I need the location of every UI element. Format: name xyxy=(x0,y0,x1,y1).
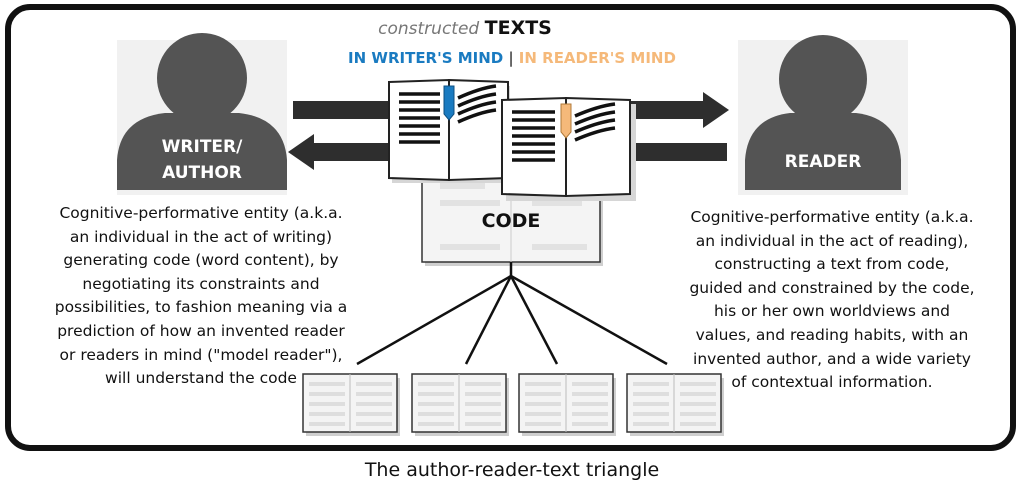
writer-description-line: prediction of how an invented reader xyxy=(57,321,345,340)
reader-description: Cognitive-performative entity (a.k.a. an… xyxy=(652,206,1012,395)
figure-caption: The author-reader-text triangle xyxy=(364,459,660,481)
book-reader-icon xyxy=(501,96,636,201)
reader-label: READER xyxy=(745,152,901,172)
reader-description-line: an individual in the act of reading), xyxy=(695,231,969,250)
small-books xyxy=(302,373,724,436)
writer-description-line: Cognitive-performative entity (a.k.a. xyxy=(59,204,343,222)
small-book-icon xyxy=(302,373,400,436)
reader-description-line: Cognitive-performative entity (a.k.a. xyxy=(690,208,974,226)
small-book-icon xyxy=(411,373,509,436)
book-writer-icon xyxy=(388,78,510,183)
writer-description: Cognitive-performative entity (a.k.a. an… xyxy=(22,202,380,391)
writer-description-line: possibilities, to fashion meaning via a xyxy=(54,298,348,317)
reader-label-text: READER xyxy=(784,152,862,172)
code-connector-lines xyxy=(356,262,668,366)
writer-label-line2: AUTHOR xyxy=(162,163,242,183)
header-writers-mind: IN WRITER'S MIND xyxy=(348,49,504,67)
writer-description-line: generating code (word content), by xyxy=(63,251,339,270)
reader-description-line: his or her own worldviews and xyxy=(713,302,951,321)
writer-description-line: an individual in the act of writing) xyxy=(69,227,333,246)
reader-description-line: values, and reading habits, with an xyxy=(695,325,969,344)
code-label: CODE xyxy=(422,210,600,232)
reader-description-line: guided and constrained by the code, xyxy=(689,278,975,297)
writer-description-line: will understand the code xyxy=(105,369,297,388)
header-constructed: constructed xyxy=(378,19,480,39)
reader-description-line: constructing a text from code, xyxy=(714,255,950,274)
writer-description-line: negotiating its constraints and xyxy=(82,274,320,293)
small-book-icon xyxy=(626,373,724,436)
reader-description-line: of contextual information. xyxy=(731,373,933,392)
header-minds: IN WRITER'S MIND | IN READER'S MIND xyxy=(0,49,1024,67)
writer-label-line1: WRITER/ xyxy=(161,137,243,157)
header-readers-mind: IN READER'S MIND xyxy=(518,49,676,67)
small-book-icon xyxy=(518,373,616,436)
writer-description-line: or readers in mind ("model reader"), xyxy=(59,345,343,364)
writer-figure-icon xyxy=(117,33,287,190)
reader-description-line: invented author, and a wide variety xyxy=(693,349,971,368)
header-title: constructed TEXTS xyxy=(0,17,930,39)
header-texts: TEXTS xyxy=(484,17,552,39)
reader-figure-icon xyxy=(745,35,901,190)
code-label-text: CODE xyxy=(481,210,541,232)
writer-label: WRITER/ AUTHOR xyxy=(117,134,287,186)
header-separator: | xyxy=(508,49,514,67)
